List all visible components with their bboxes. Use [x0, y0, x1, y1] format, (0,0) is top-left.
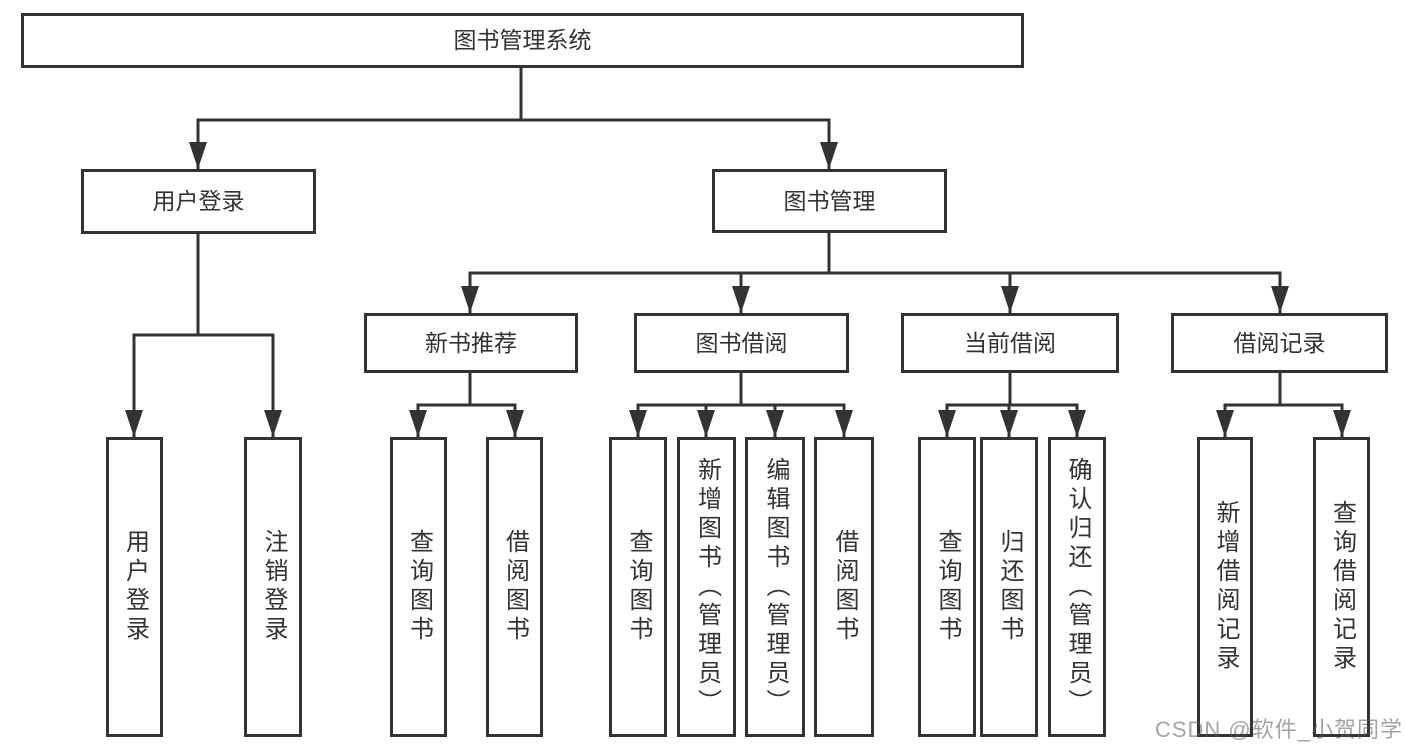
leaf-query-books-borrowing: 查询图书	[609, 437, 667, 737]
node-book-borrowing: 图书借阅	[634, 313, 849, 373]
node-new-book-recommend-label: 新书推荐	[425, 329, 517, 356]
leaf-return-books-label: 归还图书	[996, 529, 1023, 645]
leaf-borrow-books: 借阅图书	[814, 437, 874, 737]
leaf-return-books: 归还图书	[980, 437, 1038, 737]
leaf-edit-books-admin: 编辑图书（管理员）	[745, 437, 805, 737]
leaf-user-login: 用户登录	[106, 437, 163, 737]
node-borrowing-records-label: 借阅记录	[1233, 329, 1326, 356]
leaf-query-books-current: 查询图书	[918, 437, 976, 737]
leaf-query-books-recommend-label: 查询图书	[405, 529, 433, 645]
node-user-login-label: 用户登录	[152, 188, 245, 214]
node-new-book-recommend: 新书推荐	[364, 313, 578, 373]
leaf-confirm-return-admin: 确认归还（管理员）	[1048, 437, 1106, 737]
node-current-borrowing: 当前借阅	[901, 313, 1119, 373]
node-borrowing-records: 借阅记录	[1171, 313, 1388, 373]
leaf-add-books-admin: 新增图书（管理员）	[677, 437, 736, 737]
node-user-login: 用户登录	[81, 169, 316, 234]
leaf-query-borrow-record-label: 查询借阅记录	[1328, 500, 1356, 674]
node-current-borrowing-label: 当前借阅	[964, 329, 1056, 356]
leaf-query-books-recommend: 查询图书	[390, 437, 447, 737]
watermark-text: CSDN @软件_小贺同学	[1154, 717, 1403, 742]
node-book-management: 图书管理	[712, 169, 947, 233]
leaf-query-books-current-label: 查询图书	[934, 529, 961, 645]
leaf-add-borrow-record-label: 新增借阅记录	[1212, 500, 1239, 674]
leaf-edit-books-admin-label: 编辑图书（管理员）	[762, 456, 789, 718]
node-book-borrowing-label: 图书借阅	[695, 329, 788, 356]
node-book-management-label: 图书管理	[783, 187, 876, 214]
leaf-user-login-label: 用户登录	[121, 529, 149, 645]
node-root-label: 图书管理系统	[453, 27, 592, 53]
leaf-add-books-admin-label: 新增图书（管理员）	[693, 456, 721, 718]
leaf-borrow-books-label: 借阅图书	[831, 529, 858, 645]
leaf-query-borrow-record: 查询借阅记录	[1313, 437, 1370, 737]
leaf-logout-label: 注销登录	[260, 529, 287, 645]
node-root: 图书管理系统	[21, 13, 1024, 68]
leaf-confirm-return-admin-label: 确认归还（管理员）	[1064, 456, 1091, 718]
leaf-borrow-books-recommend-label: 借阅图书	[501, 529, 529, 645]
leaf-add-borrow-record: 新增借阅记录	[1197, 437, 1253, 737]
leaf-borrow-books-recommend: 借阅图书	[486, 437, 543, 737]
leaf-query-books-borrowing-label: 查询图书	[625, 529, 652, 645]
leaf-logout: 注销登录	[244, 437, 302, 737]
